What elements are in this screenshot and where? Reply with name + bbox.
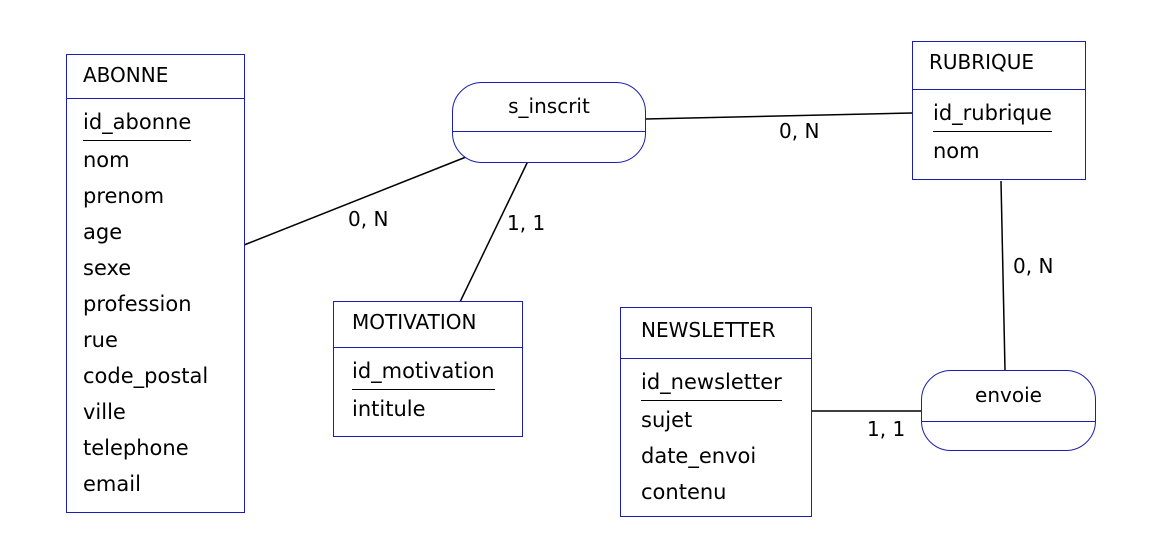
entity-rubrique[interactable]: RUBRIQUE id_rubrique nom xyxy=(912,41,1086,180)
attribute: prenom xyxy=(83,184,165,208)
attribute: intitule xyxy=(352,397,426,421)
attribute: sexe xyxy=(83,256,132,280)
link-s-inscrit-rubrique xyxy=(644,112,913,120)
attribute: date_envoi xyxy=(641,444,757,468)
link-abonne-s-inscrit xyxy=(243,156,467,246)
association-envoie[interactable]: envoie xyxy=(921,370,1096,451)
attribute: code_postal xyxy=(83,364,209,388)
attribute: telephone xyxy=(83,436,189,460)
attribute: ville xyxy=(83,400,126,424)
cardinality-rubrique-s-inscrit: 0, N xyxy=(779,119,820,143)
primary-key: id_abonne xyxy=(83,107,192,141)
association-s-inscrit[interactable]: s_inscrit xyxy=(452,82,646,163)
entity-title: MOTIVATION xyxy=(334,302,522,348)
attribute: rue xyxy=(83,328,118,352)
cardinality-newsletter-envoie: 1, 1 xyxy=(867,417,906,441)
association-name: envoie xyxy=(922,371,1095,422)
entity-title: RUBRIQUE xyxy=(913,42,1085,90)
cardinality-motivation-s-inscrit: 1, 1 xyxy=(507,211,546,235)
attribute: email xyxy=(83,472,141,496)
attribute: nom xyxy=(933,139,980,163)
cardinality-rubrique-envoie: 0, N xyxy=(1013,254,1054,278)
entity-title: NEWSLETTER xyxy=(621,308,811,359)
attribute: contenu xyxy=(641,480,727,504)
entity-title: ABONNE xyxy=(67,55,244,99)
entity-newsletter[interactable]: NEWSLETTER id_newsletter sujet date_envo… xyxy=(620,307,812,517)
attribute: nom xyxy=(83,148,130,172)
attribute: age xyxy=(83,220,123,244)
association-name: s_inscrit xyxy=(453,83,645,132)
primary-key: id_rubrique xyxy=(933,98,1052,132)
attribute: sujet xyxy=(641,408,693,432)
cardinality-abonne-s-inscrit: 0, N xyxy=(348,207,389,231)
entity-abonne[interactable]: ABONNE id_abonne nom prenom age sexe pro… xyxy=(66,54,245,513)
link-rubrique-envoie xyxy=(1000,180,1006,371)
entity-motivation[interactable]: MOTIVATION id_motivation intitule xyxy=(333,301,523,437)
primary-key: id_motivation xyxy=(352,356,495,390)
primary-key: id_newsletter xyxy=(641,367,782,401)
attribute: profession xyxy=(83,292,192,316)
link-s-inscrit-motivation xyxy=(459,160,529,303)
